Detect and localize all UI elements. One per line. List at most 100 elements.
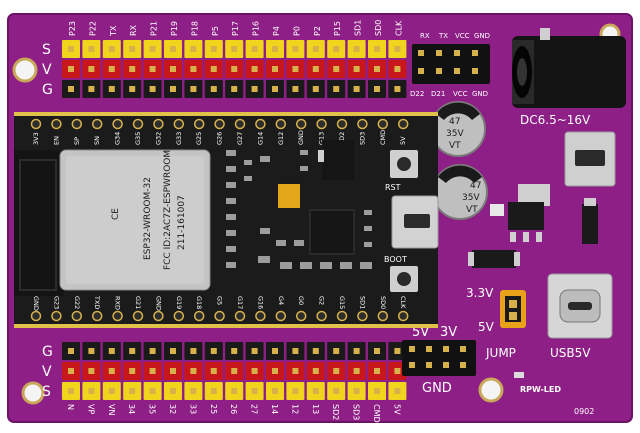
module-bottom-pin-label: G16 [256,296,264,309]
module-top-pin-label: SD3 [358,132,366,145]
module-top-pin [316,118,327,130]
bottom-header-pin [129,348,136,354]
bottom-pin-label: N [66,404,75,410]
module-bottom-pin-label: SD1 [358,296,366,309]
module-top-pin [173,118,185,130]
bottom-header-pin [210,388,217,394]
top-header-pin [272,46,278,52]
top-header-pin [292,46,299,52]
bottom-header-pin [272,348,278,354]
bottom-pin-label: 12 [290,404,299,414]
module-top-pin-label: 3V3 [32,132,40,145]
module-top-pin [91,118,103,130]
module-bottom-pin-label: G15 [338,296,346,309]
module-bottom-pin [234,310,246,322]
micro-usb-port [564,131,616,187]
module-bottom-pin [377,310,389,322]
bottom-pin-label: 14 [270,404,279,414]
power-header-pin [409,362,415,368]
module-top-pin [255,118,266,130]
module-bottom-pin-label: G19 [175,296,183,309]
mounting-hole-bottom-left [21,381,45,405]
module-bottom-pin-label: G5 [216,296,224,305]
bottom-header-pin [251,388,258,394]
smd-part [340,262,352,269]
top-header-pin [231,66,238,72]
top-header-pin [210,66,217,72]
bottom-pin-label: CMD [372,404,381,423]
bottom-header-pin [353,388,360,394]
top-header-pin [353,66,360,72]
top-header-pin [170,86,176,92]
usb-c-port [547,273,613,339]
bottom-header-pin [374,388,380,394]
module-top-pin [30,118,42,130]
power-header [402,340,476,376]
boot-button-cap [397,272,411,286]
top-header-pin [272,86,278,92]
top-pin-label: RX [129,24,138,36]
smd-part [360,262,372,269]
module-bottom-pin [336,310,348,322]
top-header-pin [68,46,74,52]
bottom-header-pin [312,368,319,374]
capacitor-1: 47 35V VT [430,101,486,157]
shield-id: 211-161007 [177,195,187,250]
mounting-hole-top-left [12,57,38,83]
bottom-pin-label: VN [107,404,116,415]
top-header-pin [272,66,278,72]
bottom-pin-label: 26 [229,404,238,414]
bottom-row-letter: V [42,364,52,380]
module-top-pin [193,118,205,130]
power-header-3v-label: 3V [440,325,457,340]
small-header-pin [454,68,460,74]
small-header-pin [436,68,442,74]
top-row-letter: V [42,62,52,78]
top-header-pin [68,86,74,92]
module-bottom-pin-label: G0 [297,296,305,305]
bottom-pin-label: 25 [209,404,218,414]
bottom-header-pin [251,368,258,374]
top-pin-label: P16 [252,21,261,36]
module-bottom-pin-label: TXD [93,295,101,309]
small-header-top-label-0: RX [420,32,430,40]
module-top-pin-label: G32 [154,132,162,145]
top-header-pin [68,66,74,72]
module-top-pin-label: CMD [379,130,387,145]
module-top-pin [275,118,287,130]
cap2-series: VT [466,205,478,215]
top-pin-label: P17 [231,21,240,36]
smd-part [364,210,372,215]
small-header-pin [436,50,442,56]
bottom-pin-label: VP [86,404,95,414]
smd-fuse-pad [468,252,474,266]
small-header-bottom-label-0: D22 [410,90,424,98]
small-header-top-label-1: TX [438,32,448,40]
top-header-pin [312,66,319,72]
bottom-row-letter: G [42,344,53,360]
module-top-pin-label: SD2 [338,132,346,145]
cap1-series: VT [449,141,461,151]
smd-part [226,214,236,220]
wroom-shield: ESP32-WROOM-32 CE FCC ID:2AC7Z-ESPWROOM3… [59,138,211,291]
jumper-3v3-label: 3.3V [466,286,494,300]
module-top-pin-label: G12 [277,132,285,145]
cap1-value: 47 [449,117,460,127]
top-header-pin [394,86,401,92]
smd-part [226,182,236,188]
smd-part [226,166,236,172]
top-header-pin [374,66,380,72]
top-header-pin [374,46,380,52]
usb-c-label: USB5V [550,346,591,360]
smd-part [300,166,308,171]
module-top-pin [153,118,164,130]
smd-fuse-pad [514,252,520,266]
module-top-pin-label: G35 [134,132,142,145]
module-bottom-pin [71,310,83,322]
small-header-bottom-label-1: D21 [431,90,445,98]
top-header-pin [231,86,238,92]
small-header-pin [418,68,424,74]
top-pin-label: P23 [68,21,77,36]
bottom-header-pin [272,388,278,394]
